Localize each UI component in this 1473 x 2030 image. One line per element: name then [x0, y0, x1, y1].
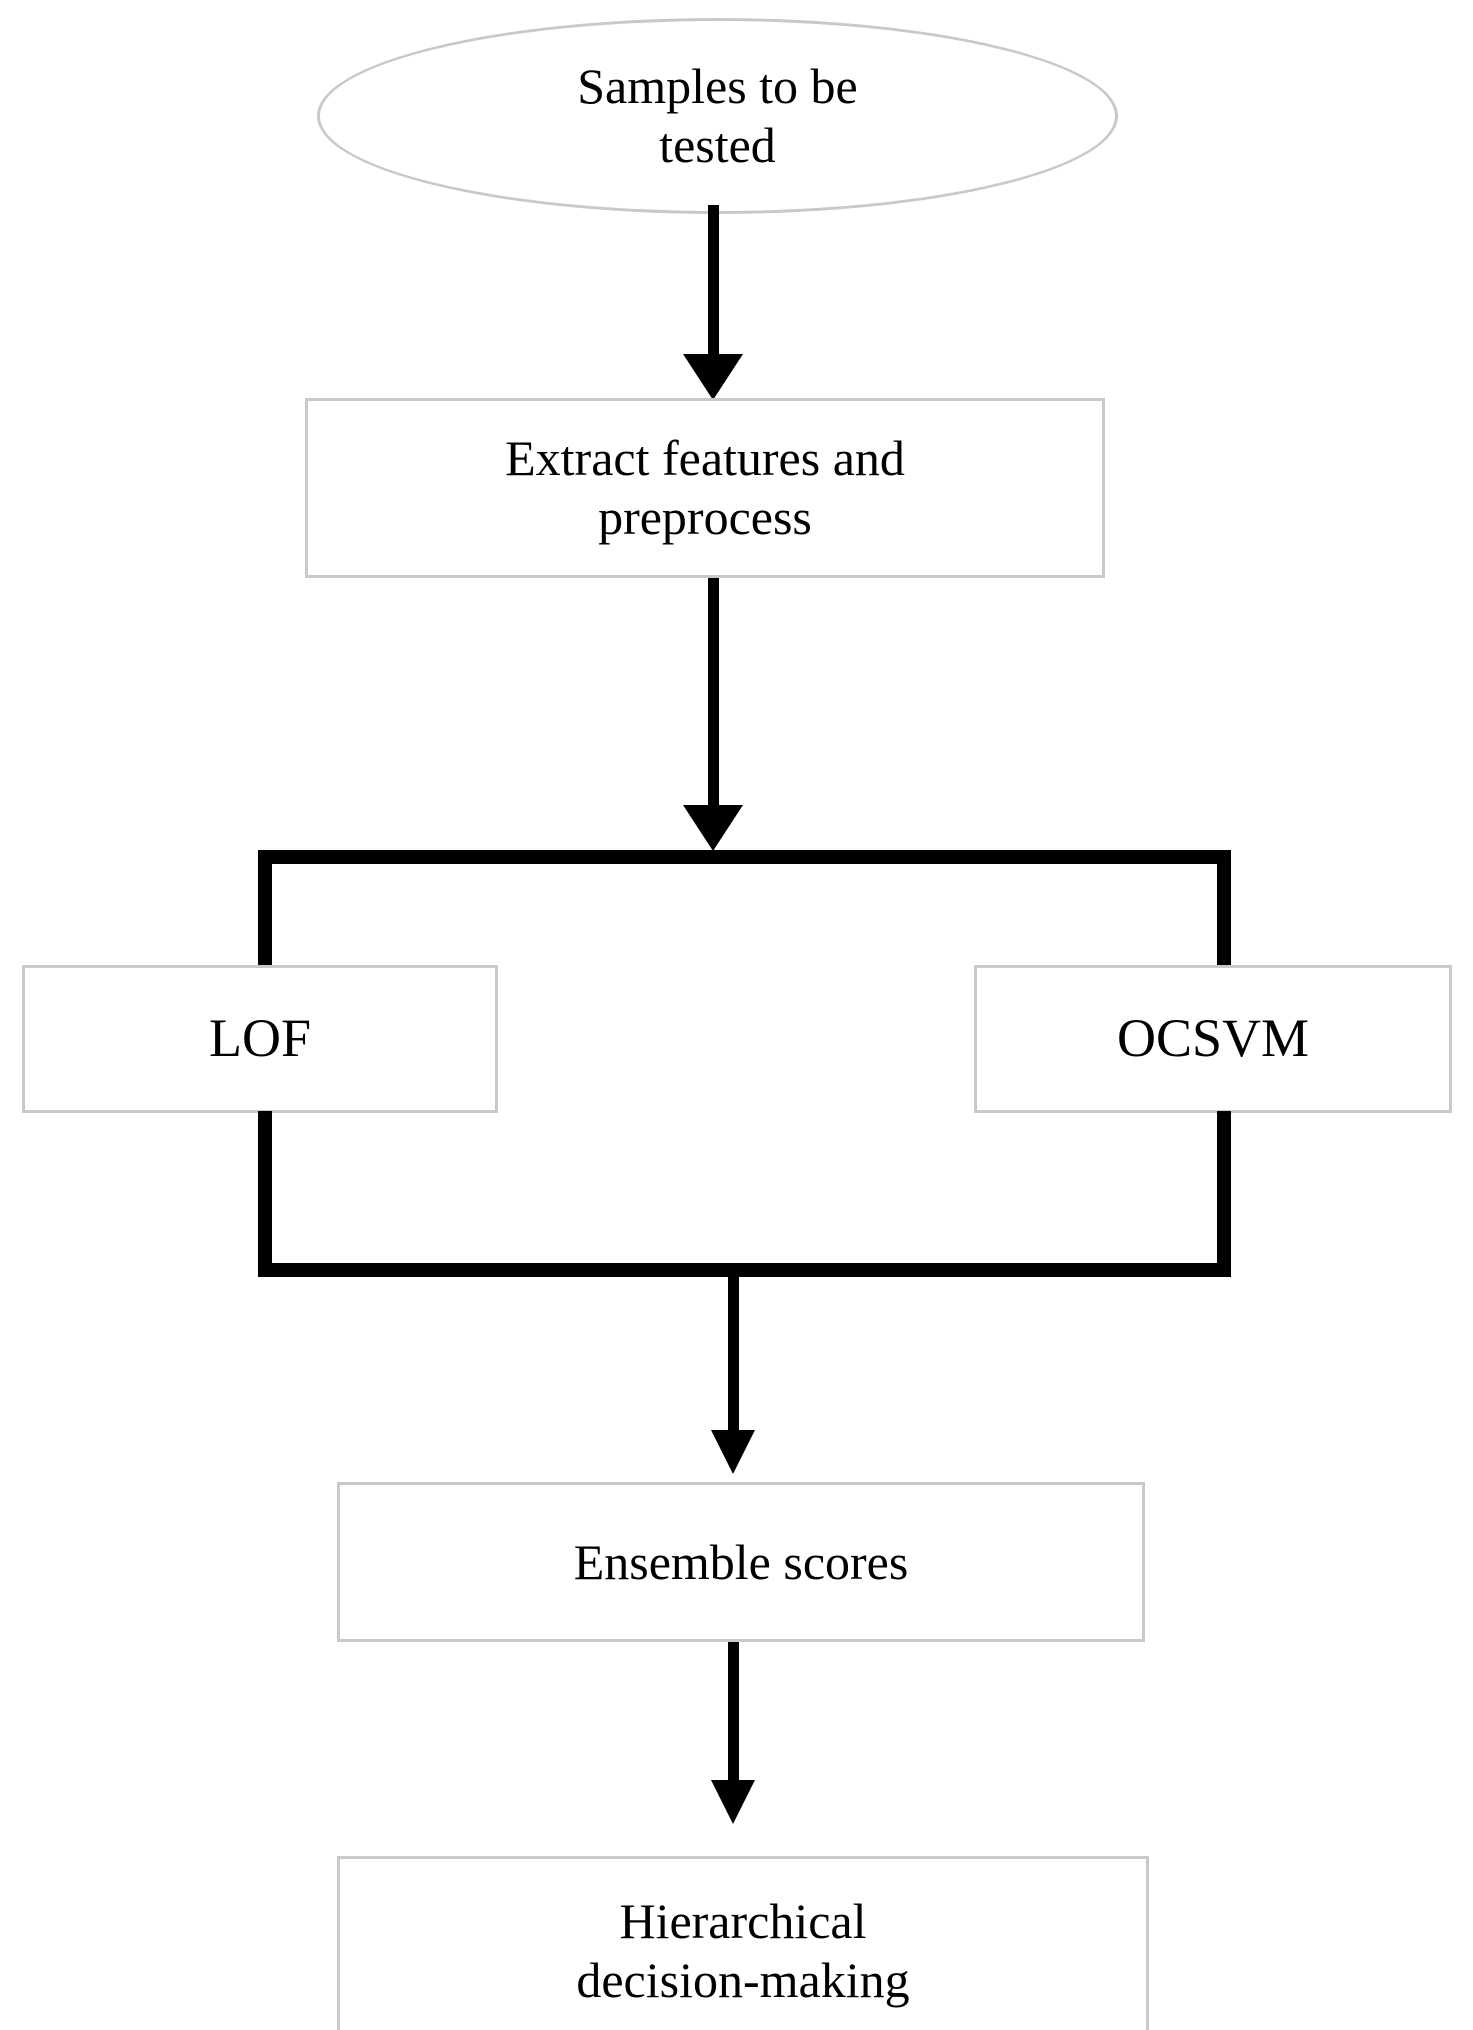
connector-extract-to-split-arrowhead	[683, 805, 743, 851]
connector-merge-to-ensemble-line	[728, 1272, 739, 1434]
merge-bracket-left-vertical	[258, 1111, 272, 1277]
connector-samples-to-extract-arrowhead	[683, 354, 743, 400]
node-extract-label-line1: Extract features and	[505, 430, 905, 486]
split-bracket-horizontal	[258, 850, 1231, 864]
merge-bracket-right-vertical	[1217, 1111, 1231, 1277]
node-samples-label: Samples to be tested	[487, 57, 948, 175]
split-bracket-left-vertical	[258, 850, 272, 968]
node-samples-to-be-tested[interactable]: Samples to be tested	[317, 18, 1118, 214]
node-decision-label-line1: Hierarchical	[619, 1893, 867, 1949]
node-ensemble-scores[interactable]: Ensemble scores	[337, 1482, 1145, 1642]
node-lof-label: LOF	[208, 1008, 311, 1069]
node-decision-label: Hierarchical decision-making	[576, 1892, 909, 2010]
connector-ensemble-to-decision-arrowhead	[711, 1780, 755, 1824]
split-bracket-right-vertical	[1217, 850, 1231, 968]
node-hierarchical-decision-making[interactable]: Hierarchical decision-making	[337, 1856, 1149, 2030]
node-ocsvm[interactable]: OCSVM	[974, 965, 1452, 1113]
node-samples-label-line2: tested	[659, 117, 776, 173]
node-extract-features-and-preprocess[interactable]: Extract features and preprocess	[305, 398, 1105, 578]
node-ensemble-label: Ensemble scores	[573, 1533, 909, 1590]
node-samples-label-line1: Samples to be	[577, 58, 858, 114]
connector-samples-to-extract-line	[708, 205, 719, 360]
node-ocsvm-label: OCSVM	[1116, 1008, 1310, 1069]
connector-extract-to-split-line	[708, 578, 719, 808]
node-lof[interactable]: LOF	[22, 965, 498, 1113]
node-extract-label-line2: preprocess	[598, 489, 812, 545]
merge-bracket-horizontal	[258, 1263, 1231, 1277]
connector-ensemble-to-decision-line	[728, 1642, 739, 1782]
connector-merge-to-ensemble-arrowhead	[711, 1430, 755, 1474]
node-decision-label-line2: decision-making	[576, 1952, 910, 2008]
node-extract-label: Extract features and preprocess	[505, 429, 905, 547]
